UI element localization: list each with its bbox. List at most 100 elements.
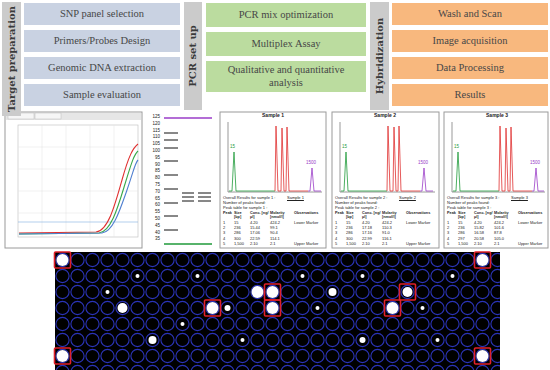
results-note: Number of peaks found:: [447, 201, 527, 205]
table-cell: 4.20: [474, 221, 493, 225]
table-cell: 424.2: [494, 221, 517, 225]
table-heading: Peak table for sample 3 :: [447, 206, 527, 210]
table-cell: 1,500: [234, 242, 249, 246]
table-cell: 2: [223, 226, 233, 230]
step-text: PCR mix optimization: [239, 9, 334, 21]
qpcr-plot: [5, 112, 142, 248]
axis-tick: 100: [144, 149, 160, 154]
table-header: Molarity [nmol/l]: [270, 211, 293, 219]
table-header: Conc. [ng/µl]: [362, 211, 381, 219]
step-text: Data Processing: [436, 62, 504, 74]
table-cell: 2.1: [382, 242, 405, 246]
axis-tick: 70: [144, 190, 160, 195]
table-cell: 286: [234, 231, 249, 235]
electropherogram: [220, 112, 548, 248]
step-text: Wash and Scan: [438, 8, 502, 20]
axis-tick: 85: [144, 169, 160, 174]
microarray-image: [55, 252, 501, 370]
table-cell: 3: [335, 231, 345, 235]
table-cell: 297: [458, 237, 473, 241]
step-text: Qualitative and quantitative analysis: [210, 64, 362, 88]
table-cell: 1,500: [346, 242, 361, 246]
axis-tick: 95: [144, 156, 160, 161]
process-box: Wash and Scan: [392, 3, 548, 25]
step-text: SNP panel selection: [60, 8, 144, 20]
step-text: Multiplex Assay: [251, 38, 320, 50]
table-cell: 2.10: [362, 242, 381, 246]
axis-tick: 75: [144, 183, 160, 188]
table-cell: 1: [223, 221, 233, 225]
table-cell: 3: [447, 231, 457, 235]
table-heading: Peak table for sample 2 :: [335, 206, 415, 210]
table-cell: 5: [447, 242, 457, 246]
table-cell: 2: [335, 226, 345, 230]
table-header: Molarity [nmol/l]: [382, 211, 405, 219]
table-cell: 15.82: [474, 226, 493, 230]
table-header: Size [bp]: [234, 211, 249, 219]
table-header: Observations: [294, 211, 323, 215]
peak-label: 1500: [418, 161, 434, 166]
results-note: Number of peaks found:: [223, 201, 303, 205]
table-cell: 15: [458, 221, 473, 225]
table-cell: 16.58: [474, 231, 493, 235]
process-box: Multiplex Assay: [206, 32, 366, 56]
table-cell: 4.20: [362, 221, 381, 225]
table-cell: Lower Marker: [294, 221, 323, 225]
peak-label: 15: [342, 145, 354, 150]
table-cell: 4: [223, 237, 233, 241]
step-text: Sample evaluation: [63, 89, 141, 101]
table-cell: 286: [346, 231, 361, 235]
table-cell: 286: [458, 231, 473, 235]
peak-label: 1500: [306, 161, 322, 166]
table-cell: 2.1: [494, 242, 517, 246]
stage-title: Hybridization: [374, 18, 386, 95]
axis-tick: 125: [144, 115, 160, 120]
table-header: Size [bp]: [346, 211, 361, 219]
table-cell: 15.44: [250, 226, 269, 230]
panel-title: Sample 3: [472, 113, 522, 118]
process-box: Results: [392, 84, 548, 106]
table-cell: 20.58: [474, 237, 493, 241]
table-cell: 22.59: [250, 237, 269, 241]
table-cell: 236: [346, 226, 361, 230]
table-cell: 5: [223, 242, 233, 246]
table-cell: 17.16: [362, 231, 381, 235]
axis-tick: 60: [144, 203, 160, 208]
table-cell: 4: [335, 237, 345, 241]
results-heading: Overall Results for sample 3 :: [447, 196, 511, 200]
gel-image: [162, 114, 214, 248]
table-cell: Upper Marker: [406, 242, 435, 246]
sample-name: Sample 3: [511, 196, 537, 200]
table-header: Peak: [447, 211, 457, 215]
table-header: Peak: [223, 211, 233, 215]
table-cell: 17.18: [362, 226, 381, 230]
table-cell: 1: [447, 221, 457, 225]
sample-name: Sample 2: [399, 196, 425, 200]
axis-tick: 105: [144, 142, 160, 147]
axis-tick: 90: [144, 163, 160, 168]
process-box: SNP panel selection: [24, 3, 180, 25]
process-box: Qualitative and quantitative analysis: [206, 61, 366, 92]
table-cell: 1: [335, 221, 345, 225]
step-text: Primers/Probes Design: [54, 35, 151, 47]
axis-tick: 55: [144, 210, 160, 215]
process-box: PCR mix optimization: [206, 3, 366, 27]
table-cell: 15: [346, 221, 361, 225]
table-cell: 4.20: [250, 221, 269, 225]
table-cell: 91.0: [382, 231, 405, 235]
table-cell: 1,500: [458, 242, 473, 246]
table-cell: 110.3: [382, 226, 405, 230]
table-cell: 2.1: [270, 242, 293, 246]
table-cell: Lower Marker: [518, 221, 547, 225]
step-text: Genomic DNA extraction: [48, 62, 156, 74]
stage-header: PCR set up: [184, 2, 202, 110]
peak-label: 1500: [530, 161, 546, 166]
table-heading: Peak table for sample 1 :: [223, 206, 303, 210]
axis-tick: 120: [144, 122, 160, 127]
table-header: Molarity [nmol/l]: [494, 211, 517, 219]
table-cell: 15: [234, 221, 249, 225]
process-box: Data Processing: [392, 57, 548, 79]
table-header: Size [bp]: [458, 211, 473, 219]
table-cell: 300: [234, 237, 249, 241]
axis-tick: 40: [144, 231, 160, 236]
